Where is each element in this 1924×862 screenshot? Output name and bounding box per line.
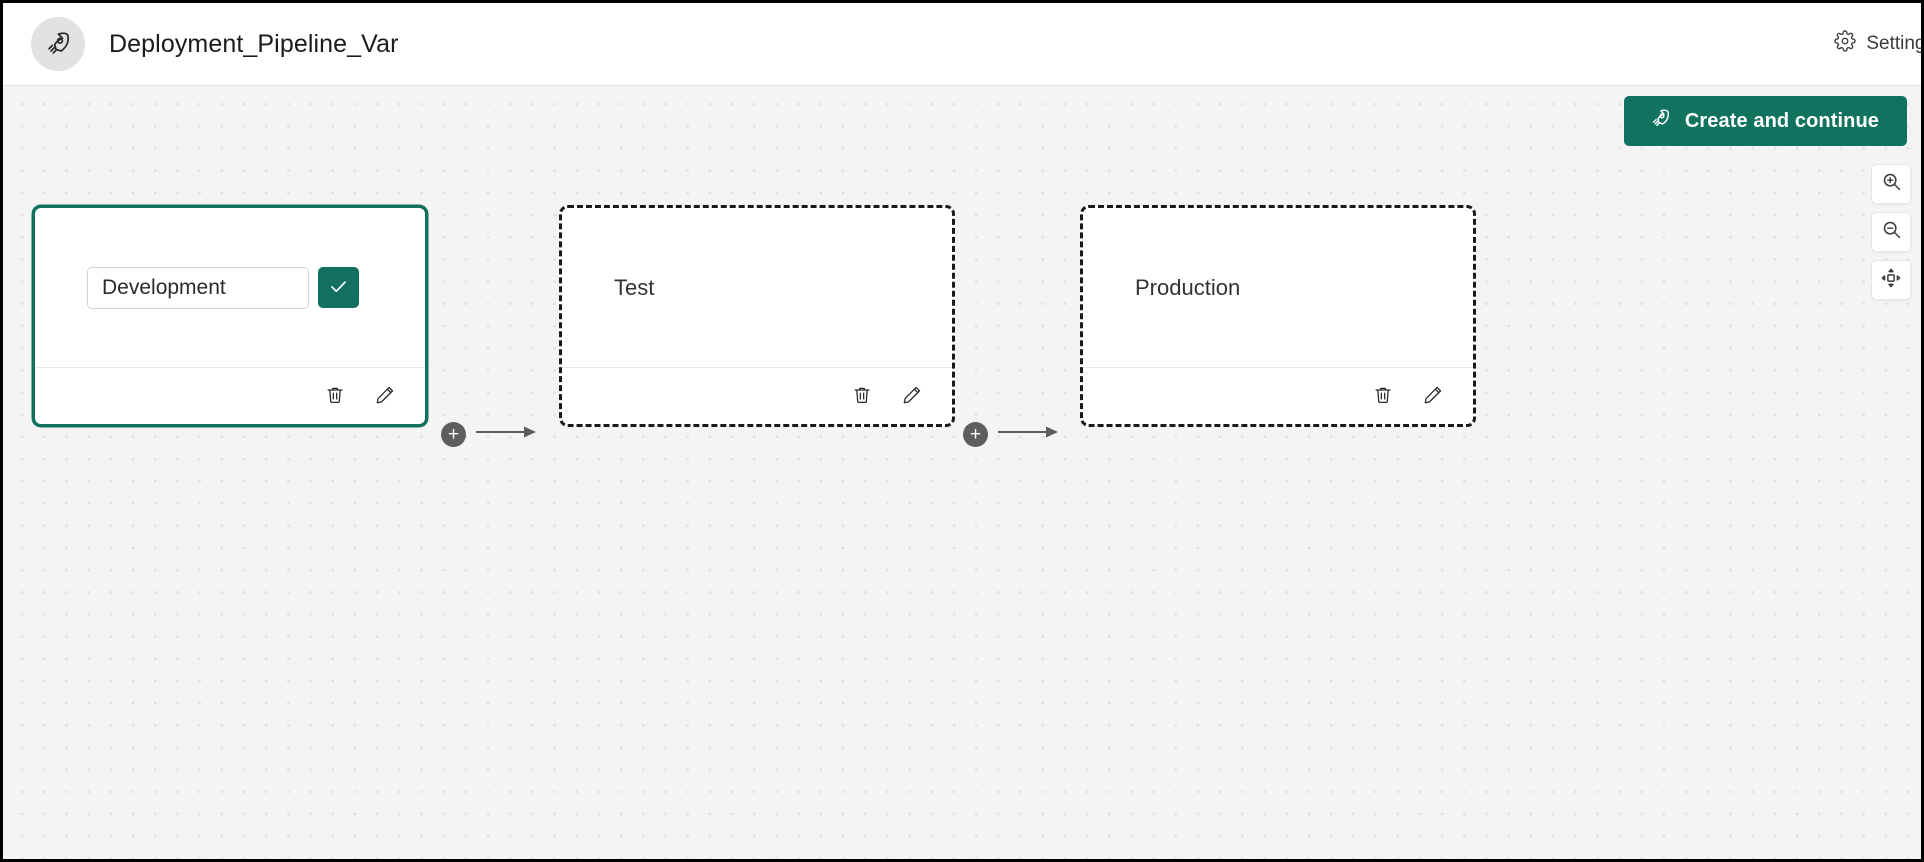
check-icon (328, 276, 349, 300)
fit-to-screen-icon (1880, 267, 1902, 294)
connector-test-to-prod: + (963, 419, 1060, 449)
stage-card-test[interactable]: Test (559, 205, 955, 427)
stage-card-body: Test (562, 208, 952, 367)
magnifier-plus-icon (1881, 171, 1902, 197)
stage-card-footer (35, 367, 425, 424)
delete-stage-button[interactable] (321, 382, 349, 410)
rocket-icon (1649, 107, 1672, 136)
pencil-icon (901, 384, 923, 409)
page-title: Deployment_Pipeline_Var (109, 29, 399, 58)
stage-card-footer (1083, 367, 1473, 424)
create-and-continue-label: Create and continue (1684, 109, 1879, 132)
connector-dev-to-test: + (441, 419, 538, 449)
stage-card-body: Production (1083, 208, 1473, 367)
edit-stage-button[interactable] (898, 382, 926, 410)
create-and-continue-button[interactable]: Create and continue (1623, 96, 1907, 146)
settings-button[interactable]: Settings (1834, 30, 1921, 58)
stage-name-label: Production (1135, 274, 1241, 300)
arrow-icon (476, 424, 538, 445)
zoom-out-button[interactable] (1871, 212, 1911, 252)
trash-icon (1372, 384, 1394, 409)
confirm-stage-name-button[interactable] (318, 267, 359, 308)
arrow-icon (998, 424, 1060, 445)
rocket-icon (31, 17, 85, 71)
delete-stage-button[interactable] (1369, 382, 1397, 410)
canvas-zoom-controls (1871, 164, 1911, 300)
gear-icon (1834, 30, 1857, 58)
stage-card-footer (562, 367, 952, 424)
header-left-group: Deployment_Pipeline_Var (3, 17, 399, 71)
zoom-in-button[interactable] (1871, 164, 1911, 204)
trash-icon (851, 384, 873, 409)
edit-stage-button[interactable] (371, 382, 399, 410)
pencil-icon (374, 384, 396, 409)
stage-card-development[interactable] (32, 205, 428, 427)
fit-to-screen-button[interactable] (1871, 260, 1911, 300)
stage-card-production[interactable]: Production (1080, 205, 1476, 427)
edit-stage-button[interactable] (1419, 382, 1447, 410)
stage-name-label: Test (614, 274, 655, 300)
magnifier-minus-icon (1881, 219, 1902, 245)
stage-card-body (35, 208, 425, 367)
pipeline-canvas[interactable]: Create and continue (3, 86, 1921, 859)
add-stage-button[interactable]: + (963, 421, 988, 447)
pencil-icon (1422, 384, 1444, 409)
delete-stage-button[interactable] (848, 382, 876, 410)
trash-icon (324, 384, 346, 409)
settings-label: Settings (1866, 33, 1921, 54)
add-stage-button[interactable]: + (441, 421, 466, 447)
header-right-group: Settings (1834, 30, 1921, 58)
app-header: Deployment_Pipeline_Var Settings (3, 3, 1921, 86)
stage-name-input[interactable] (87, 266, 309, 309)
